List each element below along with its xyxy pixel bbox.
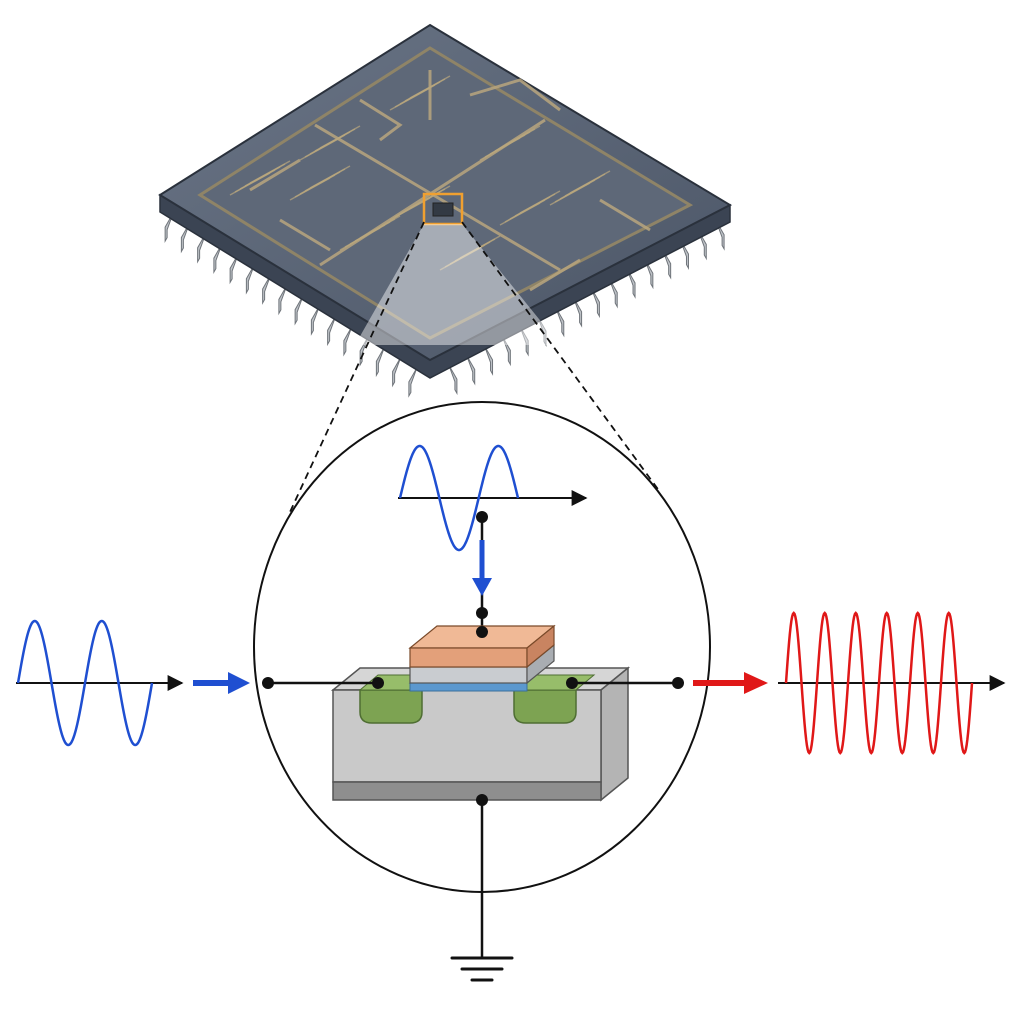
chip-trace-line [569,170,611,194]
output-signal [693,611,1006,755]
substrate-right-face [600,666,629,802]
input-arrow-head [228,672,250,694]
output-wave [784,611,974,755]
chip-pins-right [448,220,725,396]
chip-pin [278,285,288,316]
drain-region [513,689,577,724]
chip-pin [679,239,689,270]
chip [158,23,733,398]
chip-trace-line [409,75,451,99]
chip-pin [608,278,618,309]
chip-pin [164,212,174,244]
chip-trace-line [519,190,561,214]
chip-pin [662,249,672,280]
source-region [359,689,423,724]
chip-pin [327,316,337,347]
zoom-line-right [461,221,661,493]
chip-pin [555,307,565,338]
chip-trace-line [249,160,291,184]
gate-node-mid [476,607,488,619]
output-arrow-head [744,672,768,694]
chip-pin [537,316,547,347]
gate-metal-front [409,647,528,668]
chip-trace-line [309,165,351,189]
chip-trace-line [409,185,451,209]
zoom-highlight-box [422,192,464,226]
input-signal [16,619,250,747]
chip-pin [466,355,476,386]
chip-trace-line [319,125,361,149]
gate-signal [398,444,588,632]
chip-pin [715,220,725,251]
chip-pin [501,336,511,367]
chip-pins-left [164,212,418,398]
chip-pin [229,254,239,285]
chip-pin [573,297,583,328]
chip-pin [294,295,304,326]
chip-pin [519,326,529,357]
source-contact-node [372,677,384,689]
chip-pin [626,268,636,299]
chip-pin [375,346,385,378]
chip-pin [180,223,190,254]
chip-pin [310,305,320,336]
gate-metal-right [526,624,555,669]
input-wave [16,619,154,747]
ground-symbol-icon [450,956,514,982]
chip-pin [213,243,223,274]
chip-pin [408,367,418,398]
chip-pin [484,345,494,376]
chip-pin [245,264,255,295]
gate-signal-arrow-head [472,578,492,596]
zoom-cone [355,224,560,345]
chip-trace-line [359,215,401,239]
chip-pin [590,287,600,319]
chip-pin [262,274,272,305]
output-node [672,677,684,689]
chip-pin [644,259,654,290]
gate-oxide-front [409,682,528,692]
chip-trace-blocks [229,75,611,271]
zoom-line-left [289,221,425,513]
gate-contact-node [476,626,488,638]
chip-trace-line [499,125,541,149]
chip-pin [697,230,707,261]
gate-layer-front [409,666,528,684]
chip-pin [392,357,402,388]
chip-pin [448,364,458,396]
input-node [262,677,274,689]
substrate-base [332,781,602,801]
chip-pin [197,233,207,264]
drain-contact-node [566,677,578,689]
zoom-highlight-die [432,202,454,217]
gate-wave [398,444,520,552]
chip-pin [343,326,353,357]
